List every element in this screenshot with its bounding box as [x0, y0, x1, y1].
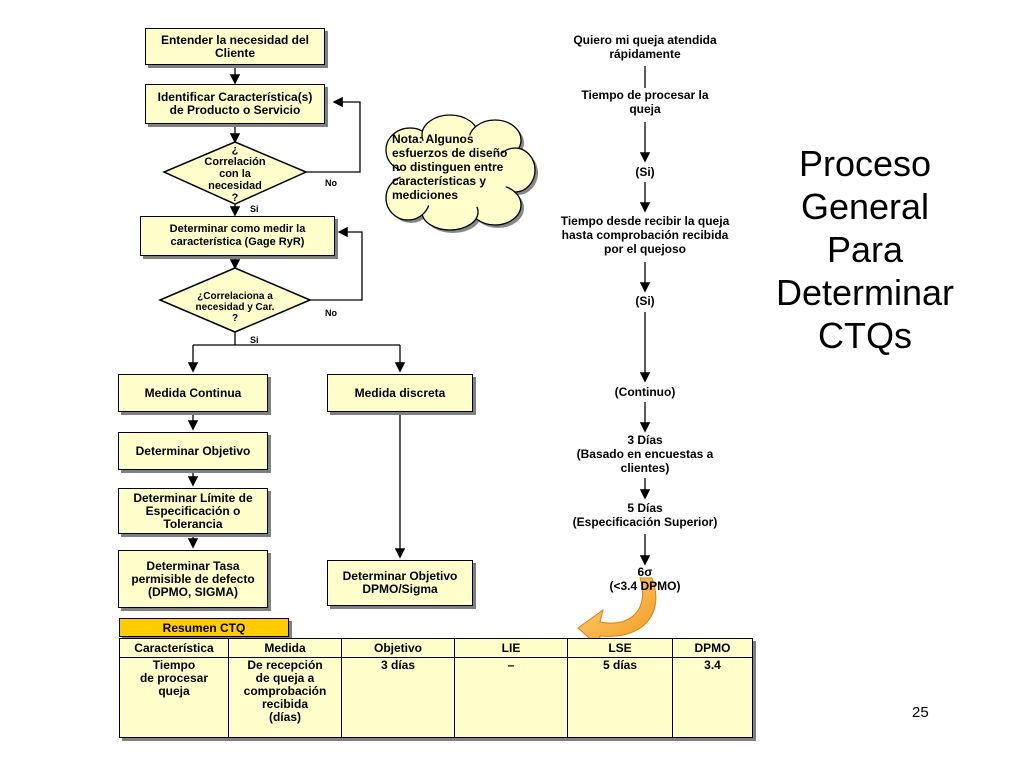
- box-determinar-tasa: Determinar Tasa permisible de defecto (D…: [118, 550, 268, 608]
- box-determinar-objetivo: Determinar Objetivo: [118, 432, 268, 470]
- example-step-3: (Si): [600, 165, 690, 179]
- summary-header-row: Característica Medida Objetivo LIE LSE D…: [119, 638, 753, 658]
- box-medida-discreta: Medida discreta: [327, 374, 473, 412]
- example-step-8: 5 Días(Especificación Superior): [572, 501, 718, 529]
- summary-tab: Resumen CTQ: [119, 618, 289, 637]
- box-identificar-caracteristica: Identificar Característica(s) de Product…: [145, 84, 325, 124]
- example-step-6: (Continuo): [590, 385, 700, 399]
- cell-lse: 5 días: [567, 657, 673, 738]
- cell-lie: –: [454, 657, 568, 738]
- page-number: 25: [912, 704, 929, 721]
- summary-table: Característica Medida Objetivo LIE LSE D…: [119, 638, 753, 738]
- cell-objetivo: 3 días: [341, 657, 455, 738]
- header-caracteristica: Característica: [119, 638, 229, 658]
- box-determinar-limite: Determinar Límite de Especificación o To…: [118, 488, 268, 534]
- decision-correlacion-necesidad: [162, 141, 308, 205]
- box-determinar-medir: Determinar como medir la característica …: [140, 216, 335, 256]
- box-medida-continua: Medida Continua: [118, 374, 268, 412]
- decision-1-si-label: Si: [250, 204, 259, 214]
- header-dpmo: DPMO: [672, 638, 753, 658]
- header-lie: LIE: [454, 638, 568, 658]
- box-objetivo-dpmo: Determinar Objetivo DPMO/Sigma: [327, 560, 473, 606]
- cell-dpmo: 3.4: [672, 657, 753, 738]
- decision-2-no-label: No: [325, 308, 337, 318]
- header-objetivo: Objetivo: [341, 638, 455, 658]
- header-medida: Medida: [228, 638, 342, 658]
- box-entender-necesidad: Entender la necesidad del Cliente: [145, 28, 325, 65]
- decision-1-no-label: No: [325, 178, 337, 188]
- arrow-d2-no: [310, 226, 363, 301]
- note-cloud: [385, 114, 538, 233]
- example-step-9: 6σ(<3.4 DPMO): [609, 565, 681, 593]
- header-lse: LSE: [567, 638, 673, 658]
- arrow-d1-no: [306, 96, 361, 173]
- example-step-5: (Si): [600, 294, 690, 308]
- decision-correlaciona-car: [158, 267, 312, 333]
- decision-2-si-label: Si: [250, 335, 259, 345]
